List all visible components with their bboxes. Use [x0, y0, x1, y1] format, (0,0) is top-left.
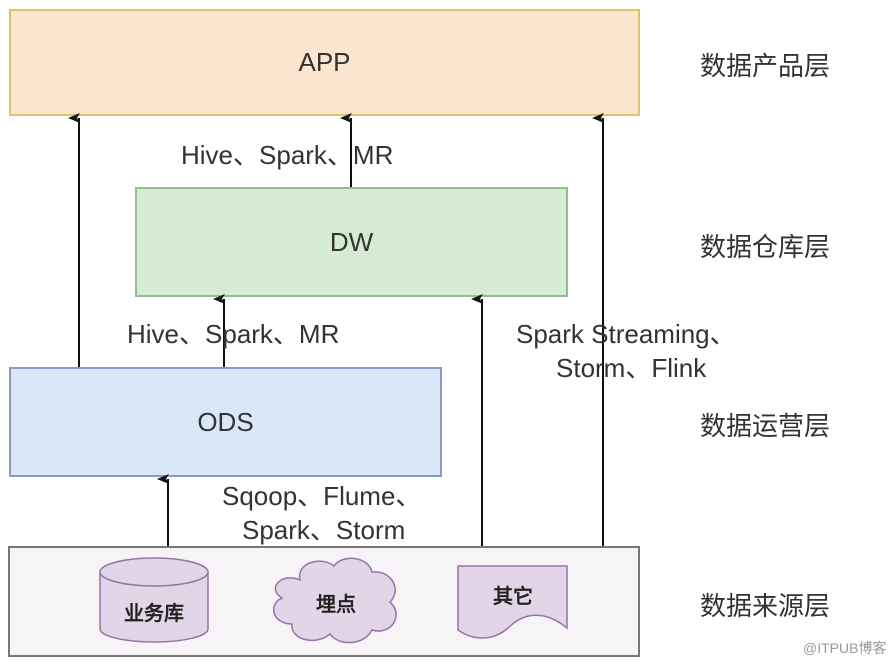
tool-label-source-to-ods: Sqoop、Flume、 Spark、Storm: [222, 479, 442, 547]
layer-name-product: 数据产品层: [700, 51, 831, 81]
layer-name-operation: 数据运营层: [700, 411, 831, 441]
app-box-label: APP: [298, 47, 351, 77]
dw-layer-box: DW: [135, 187, 568, 297]
tool-label-ods-to-dw: Hive、Spark、MR: [127, 319, 340, 349]
source-label-business-db: 业务库: [124, 601, 184, 625]
source-label-other: 其它: [493, 584, 533, 608]
document-icon: 其它: [457, 565, 568, 639]
tool-label-streaming-line1: Spark Streaming、: [516, 319, 736, 349]
ods-box-label: ODS: [197, 406, 254, 437]
tool-label-dw-to-app: Hive、Spark、MR: [181, 140, 394, 170]
tool-label-source-to-ods-line2: Spark、Storm: [242, 515, 406, 545]
tool-label-streaming: Spark Streaming、 Storm、Flink: [516, 317, 756, 385]
tool-label-streaming-line2: Storm、Flink: [556, 353, 707, 383]
ods-layer-box: ODS: [9, 367, 442, 477]
cloud-icon: 埋点: [272, 557, 397, 644]
layer-name-warehouse: 数据仓库层: [700, 232, 831, 262]
database-cylinder-icon: 业务库: [99, 557, 209, 643]
dw-box-label: DW: [329, 226, 374, 257]
watermark: @ITPUB博客: [803, 640, 887, 656]
source-label-tracking: 埋点: [316, 593, 356, 616]
layer-name-source: 数据来源层: [700, 591, 831, 621]
app-layer-box: APP: [9, 9, 640, 116]
tool-label-source-to-ods-line1: Sqoop、Flume、: [222, 481, 422, 511]
